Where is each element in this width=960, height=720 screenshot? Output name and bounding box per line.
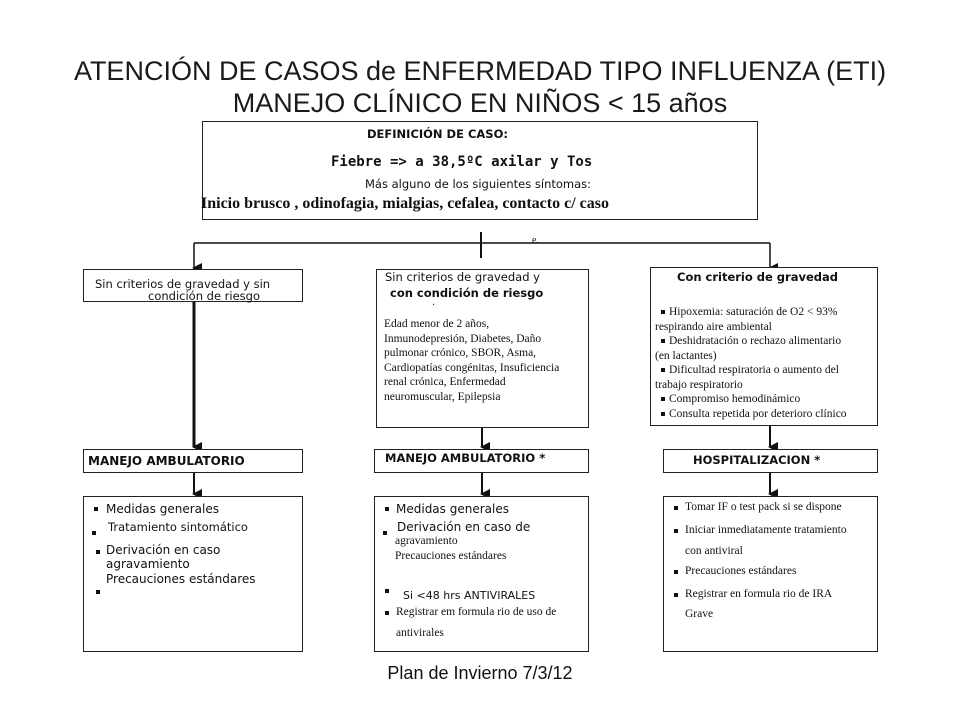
criteria-line: Dificultad respiratoria o aumento del bbox=[655, 363, 847, 378]
risk-line: Cardiopatías congénitas, Insuficiencia bbox=[384, 361, 560, 374]
col2-risk-list: Edad menor de 2 años, Inmunodepresión, D… bbox=[384, 317, 559, 404]
bullet bbox=[96, 550, 100, 554]
bullet bbox=[383, 531, 387, 535]
bullet bbox=[92, 531, 96, 535]
criteria-text: Deshidratación o rechazo alimentario bbox=[669, 335, 842, 347]
bullet bbox=[661, 339, 665, 343]
col2-action-3: Si <48 hrs ANTIVIRALES bbox=[403, 589, 536, 602]
footer-text: Plan de Invierno 7/3/12 bbox=[387, 663, 573, 683]
criteria-line: (en lactantes) bbox=[655, 349, 717, 362]
col2-header-line2: con condición de riesgo bbox=[390, 286, 544, 300]
criteria-line: respirando aire ambiental bbox=[655, 320, 772, 333]
definition-symptoms: Inicio brusco , odinofagia, mialgias, ce… bbox=[201, 195, 609, 212]
col1-action-1: Medidas generales bbox=[106, 502, 219, 516]
col2-action-4b: antivirales bbox=[396, 627, 444, 639]
bullet bbox=[385, 507, 389, 511]
criteria-text: Consulta repetida por deterioro clínico bbox=[669, 407, 847, 420]
branch-mark: e. bbox=[532, 235, 539, 246]
criteria-text: Compromiso hemodinámico bbox=[669, 393, 801, 405]
col3-hosp-box: HOSPITALIZACION * bbox=[663, 449, 878, 473]
risk-line: renal crónica, Enfermedad bbox=[384, 376, 506, 388]
bullet bbox=[674, 529, 678, 533]
definition-criteria: Fiebre => a 38,5ºC axilar y Tos bbox=[331, 154, 593, 170]
criteria-line: Compromiso hemodinámico bbox=[655, 392, 847, 407]
definition-heading: DEFINICIÓN DE CASO: bbox=[367, 127, 508, 141]
bullet bbox=[661, 368, 665, 372]
risk-line: neuromuscular, Epilepsia bbox=[384, 390, 501, 403]
col1-actions-box: Medidas generales Tratamiento sintomátic… bbox=[83, 496, 303, 652]
col1-action-3a: Derivación en caso bbox=[106, 543, 221, 557]
col1-action-2: Tratamiento sintomático bbox=[108, 520, 248, 534]
bullet bbox=[385, 589, 389, 593]
bullet bbox=[96, 590, 100, 594]
bullet bbox=[661, 397, 665, 401]
risk-line: pulmonar crónico, SBOR, Asma, bbox=[384, 347, 537, 359]
col1-header-line1: Sin criterios de gravedad y sin bbox=[95, 277, 271, 291]
bullet bbox=[661, 310, 665, 314]
risk-line: Inmunodepresión, Diabetes, Daño bbox=[384, 332, 542, 345]
col2-dot: . bbox=[432, 297, 436, 308]
col3-action-2b: con antiviral bbox=[685, 545, 743, 557]
col1-action-3b: agravamiento bbox=[106, 557, 190, 571]
col2-risk-box: Sin criterios de gravedad y con condició… bbox=[376, 269, 589, 428]
title-line-1: ATENCIÓN DE CASOS de ENFERMEDAD TIPO INF… bbox=[73, 56, 887, 86]
col2-header-line1: Sin criterios de gravedad y bbox=[385, 270, 540, 284]
col2-action-2c: Precauciones estándares bbox=[395, 550, 507, 562]
col2-action-1: Medidas generales bbox=[396, 502, 509, 516]
bullet bbox=[674, 570, 678, 574]
risk-line: Edad menor de 2 años, bbox=[384, 318, 490, 330]
definition-box: DEFINICIÓN DE CASO: Fiebre => a 38,5ºC a… bbox=[201, 121, 758, 220]
col1-header-box: Sin criterios de gravedad y sin condició… bbox=[83, 269, 303, 303]
col2-action-4a: Registrar em formula rio de uso de bbox=[396, 606, 557, 618]
col3-action-2a: Iniciar inmediatamente tratamiento bbox=[685, 524, 847, 536]
bullet bbox=[674, 593, 678, 597]
bullet bbox=[674, 506, 678, 510]
bullet bbox=[661, 411, 665, 416]
col1-manejo-label: MANEJO AMBULATORIO bbox=[88, 454, 245, 468]
col3-action-4a: Registrar en formula rio de IRA bbox=[685, 588, 833, 600]
col3-action-3: Precauciones estándares bbox=[685, 565, 797, 577]
col3-action-4b: Grave bbox=[685, 608, 714, 620]
col1-header-line2: condición de riesgo bbox=[148, 289, 260, 303]
definition-more: Más alguno de los siguientes síntomas: bbox=[365, 177, 592, 191]
criteria-line: Deshidratación o rechazo alimentario bbox=[655, 334, 847, 349]
bullet bbox=[94, 507, 98, 511]
bullet bbox=[385, 611, 389, 615]
col3-hosp-label: HOSPITALIZACION * bbox=[693, 453, 821, 467]
title-line-2: MANEJO CLÍNICO EN NIÑOS < 15 años bbox=[232, 88, 728, 118]
col3-severity-box: Con criterio de gravedad Hipoxemia: satu… bbox=[650, 267, 878, 426]
criteria-text: Dificultad respiratoria o aumento del bbox=[669, 364, 839, 376]
col2-manejo-label: MANEJO AMBULATORIO * bbox=[385, 451, 546, 465]
criteria-text: Hipoxemia: saturación de O2 < 93% bbox=[669, 306, 838, 318]
col3-actions-box: Tomar IF o test pack si se dispone Inici… bbox=[663, 496, 878, 652]
col2-action-2b: agravamiento bbox=[395, 535, 458, 547]
col1-manejo-box: MANEJO AMBULATORIO bbox=[83, 449, 303, 473]
col3-header: Con criterio de gravedad bbox=[677, 270, 838, 284]
criteria-line: Consulta repetida por deterioro clínico bbox=[655, 407, 847, 422]
col3-criteria-list: Hipoxemia: saturación de O2 < 93% respir… bbox=[655, 305, 847, 421]
col3-action-1: Tomar IF o test pack si se dispone bbox=[685, 501, 842, 513]
col2-actions-box: Medidas generales Derivación en caso de … bbox=[374, 496, 589, 652]
col2-manejo-box: MANEJO AMBULATORIO * bbox=[374, 449, 589, 473]
criteria-line: trabajo respiratorio bbox=[655, 378, 743, 391]
col1-action-4: Precauciones estándares bbox=[106, 572, 256, 586]
col2-action-2: Derivación en caso de bbox=[397, 520, 531, 534]
criteria-line: Hipoxemia: saturación de O2 < 93% bbox=[655, 305, 847, 320]
